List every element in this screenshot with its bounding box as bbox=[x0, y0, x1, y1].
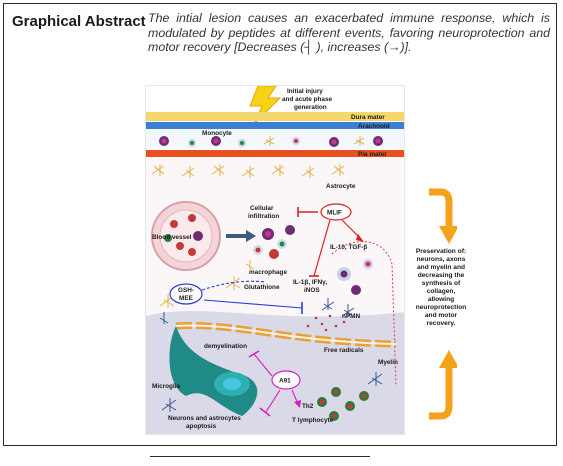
astrocyte-star-icons bbox=[263, 136, 365, 146]
pia-mater-label: Pia mater bbox=[358, 151, 387, 158]
inos-label: iNOS bbox=[304, 287, 320, 294]
cellular-infiltration-label-1: Cellular bbox=[250, 205, 274, 212]
dura-mater-label: Dura mater bbox=[351, 114, 385, 121]
a91-badge bbox=[271, 370, 301, 390]
injury-label-1: Initial injury bbox=[287, 88, 323, 95]
infiltrated-cells bbox=[253, 225, 295, 259]
bottom-divider bbox=[150, 456, 370, 457]
astrocyte-row bbox=[151, 164, 345, 178]
th2-lymphocytes bbox=[317, 387, 369, 421]
graphical-abstract-heading: Graphical Abstract bbox=[12, 13, 146, 30]
lightning-bolt-icon bbox=[249, 86, 282, 125]
monocyte-label: Monocyte bbox=[202, 130, 232, 137]
gsh-mee-badge bbox=[169, 283, 203, 305]
mlif-badge bbox=[320, 203, 352, 221]
bottom-preservation-arrow-icon bbox=[429, 350, 457, 420]
a91-label: A91 bbox=[279, 378, 291, 385]
injury-label-3: generation bbox=[294, 104, 327, 111]
bottom-astrocytes bbox=[161, 372, 383, 412]
preservation-text: Preservation of: neurons, axons and myel… bbox=[415, 248, 467, 327]
subarachnoid-space bbox=[146, 129, 404, 149]
cytokines-label: IL-1β, IFNγ, bbox=[293, 279, 328, 286]
myelin-label: Myelin bbox=[378, 359, 398, 366]
th2-label-1: Th2 bbox=[302, 403, 314, 410]
neuron-cell bbox=[169, 326, 258, 416]
mlif-increases-il10 bbox=[341, 219, 361, 239]
a91-inhibits-demyelination bbox=[253, 353, 273, 377]
gsh-inhibits-free-radicals bbox=[203, 299, 303, 309]
arachnoid-label: Arachnoid bbox=[358, 123, 390, 130]
astrocyte-label: Astrocyte bbox=[326, 183, 356, 190]
npmn-label: nPMN bbox=[342, 313, 360, 320]
graphical-abstract-figure: Initial injury and acute phase generatio… bbox=[145, 85, 405, 435]
gsh-mee-label-1: GSH- bbox=[178, 287, 194, 294]
il10-tgf-label: IL-10, TGF-β bbox=[330, 244, 367, 251]
graphical-abstract-caption: The intial lesion causes an exacerbated … bbox=[148, 11, 550, 55]
mlif-label: MLIF bbox=[327, 210, 342, 217]
gsh-mee-label-2: MEE bbox=[179, 295, 194, 302]
monocyte-cells bbox=[159, 136, 383, 147]
th2-label-2: T lymphocyte bbox=[292, 417, 334, 424]
neurons-apoptosis-label-2: apoptosis bbox=[186, 423, 217, 430]
dura-mater-layer bbox=[146, 112, 404, 121]
top-preservation-arrow-icon bbox=[429, 188, 457, 244]
pia-mater-layer bbox=[146, 150, 404, 157]
demyelination-label: demyelination bbox=[204, 343, 247, 350]
arachnoid-layer bbox=[146, 122, 404, 129]
microglia-cells bbox=[159, 298, 355, 324]
glutathione-label: Glutathione bbox=[244, 284, 280, 291]
abstract-frame bbox=[3, 3, 557, 446]
microglia-label: Microglia bbox=[152, 383, 180, 390]
neurons-apoptosis-label-1: Neurons and astrocytes bbox=[168, 415, 241, 422]
mlif-inhibits-cytokines bbox=[313, 219, 331, 277]
blood-vessel-label: Blood vessel bbox=[152, 234, 192, 241]
activated-macrophages bbox=[337, 259, 373, 295]
free-radical-dots bbox=[306, 314, 346, 332]
reactive-astrocytes bbox=[159, 260, 255, 308]
gsh-increases-glutathione bbox=[201, 280, 267, 291]
blood-vessel bbox=[151, 201, 221, 271]
cellular-infiltration-label-2: infiltration bbox=[248, 213, 279, 220]
free-radicals-label: Free radicals bbox=[324, 347, 364, 354]
a91-inhibits-apoptosis bbox=[265, 389, 281, 413]
lesion-outline bbox=[331, 241, 397, 387]
injury-label-2: and acute phase bbox=[282, 96, 333, 103]
macrophage-label: macrophage bbox=[249, 269, 287, 276]
